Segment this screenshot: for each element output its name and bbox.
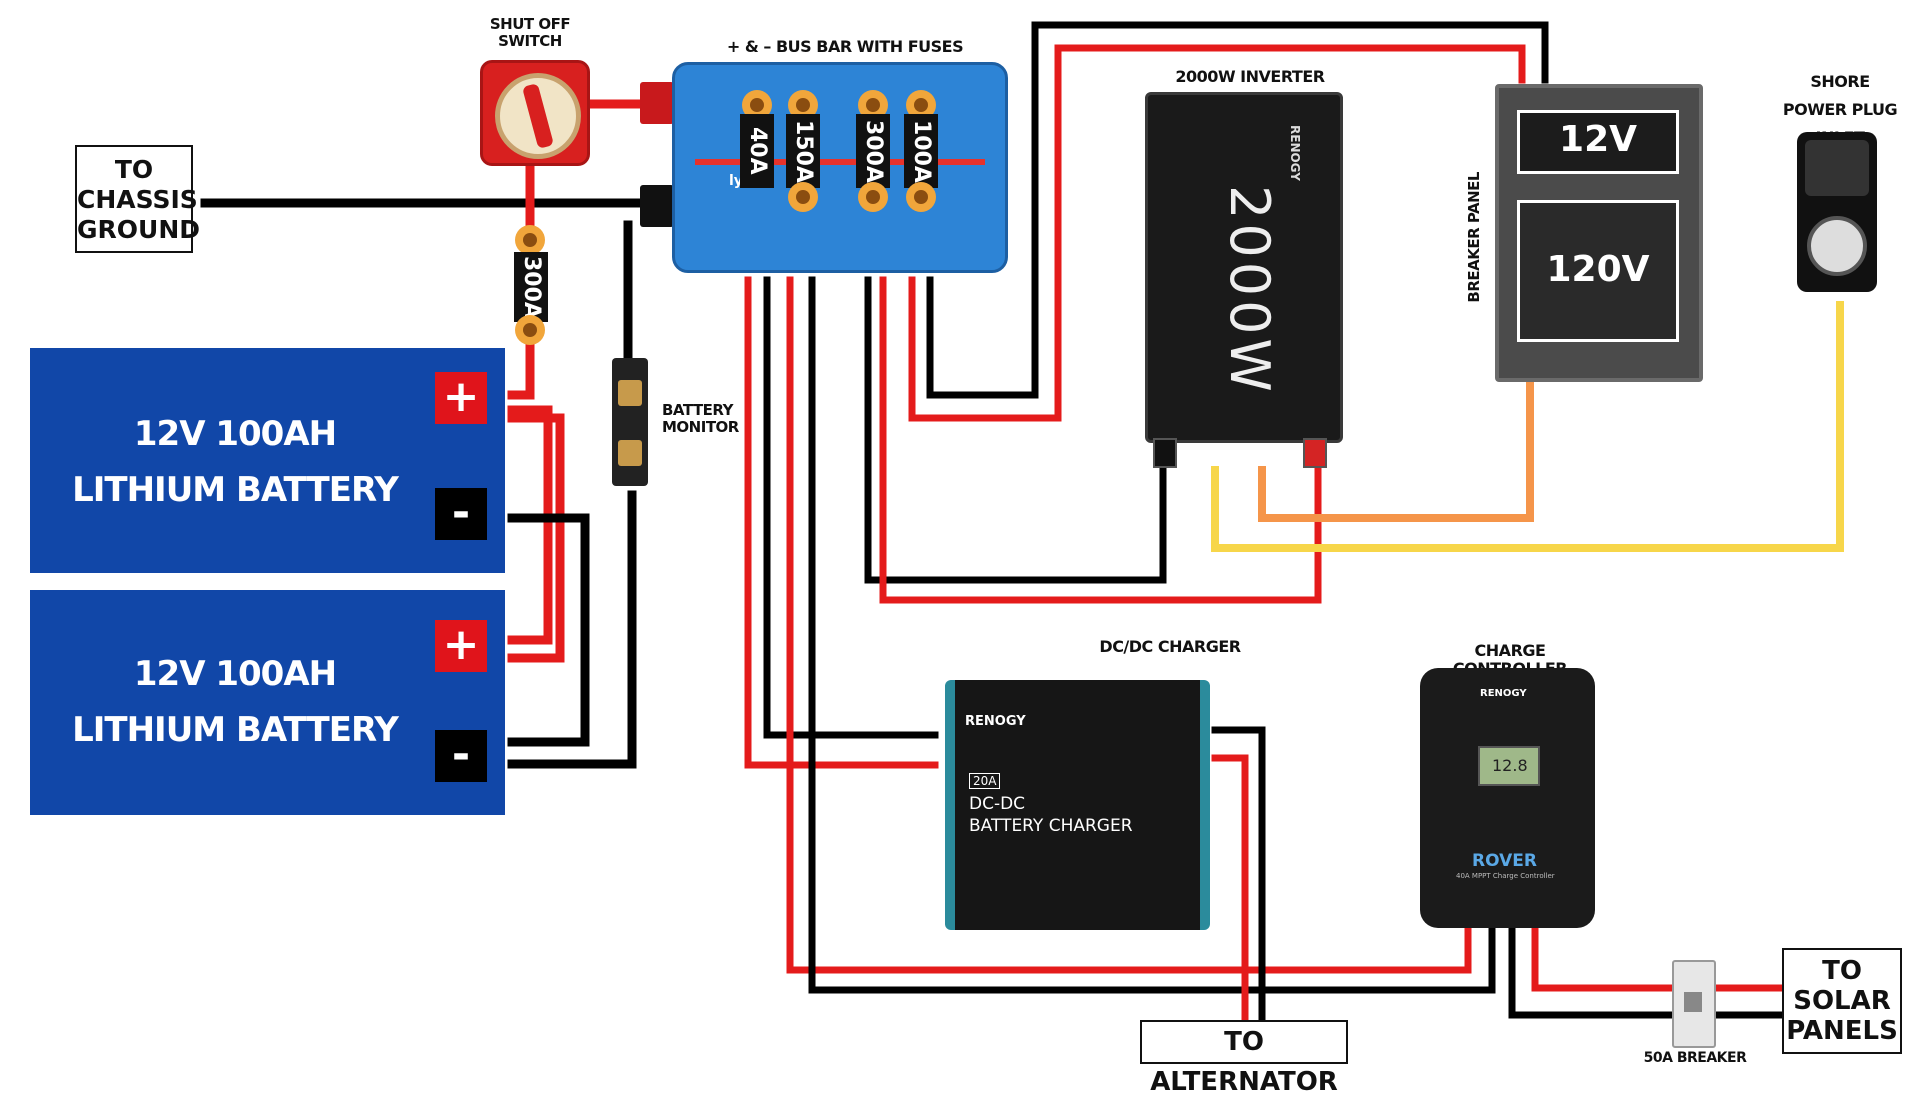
bus-fuse-300a: 300A xyxy=(856,114,890,188)
wire-dcdc-to-alternator-red xyxy=(1211,754,1249,1024)
battery-2-positive-terminal[interactable]: + xyxy=(435,620,487,672)
breaker-panel-120v: 120V xyxy=(1517,200,1679,342)
breaker-panel-12v: 12V xyxy=(1517,110,1679,174)
controller-model: ROVER xyxy=(1472,851,1537,871)
breaker-50a-label: 50A BREAKER xyxy=(1643,1050,1747,1066)
wire-bus-to-breaker-black xyxy=(926,21,1549,399)
battery-1-line1: 12V 100AH xyxy=(133,414,337,454)
wire-bat1-pos-b xyxy=(507,413,565,663)
bus-fuse-lug xyxy=(906,182,936,212)
breaker-panel[interactable]: 12V 120V xyxy=(1495,84,1703,382)
shore-power-inlet[interactable] xyxy=(1797,132,1877,292)
wire-bus-to-inverter-red xyxy=(879,276,1322,604)
main-fuse: 300A xyxy=(514,252,548,322)
breaker-panel-12v-label: 12V xyxy=(1559,119,1637,160)
controller-display: 12.8 xyxy=(1478,746,1540,786)
bus-fuse-40a: 40A xyxy=(740,114,774,188)
controller-sub: 40A MPPT Charge Controller xyxy=(1456,872,1555,880)
wire-bus-to-inverter-black xyxy=(864,276,1167,584)
main-fuse-lug-top xyxy=(515,225,545,255)
dcdc-label: DC/DC CHARGER xyxy=(1099,637,1241,656)
wire-bus-to-dcdc-black xyxy=(763,276,939,739)
wire-bus-to-controller-black xyxy=(808,276,1496,994)
shore-plug-socket-icon xyxy=(1807,216,1867,276)
inverter-rating: 2000W xyxy=(1218,185,1281,396)
breaker-panel-120v-label: 120V xyxy=(1546,249,1650,290)
wire-fuse-to-battery xyxy=(507,320,535,400)
inverter[interactable]: RENOGY 2000W xyxy=(1145,92,1343,443)
wire-controller-to-breaker-red xyxy=(1531,926,1674,992)
main-fuse-lug-bottom xyxy=(515,315,545,345)
dcdc-badge: 20A xyxy=(969,773,1001,789)
wire-bus-to-controller-red xyxy=(786,276,1472,974)
controller-brand: RENOGY xyxy=(1480,688,1527,699)
wire-inverter-to-breaker-orange xyxy=(1258,381,1534,522)
to-solar-panels-label: TO SOLAR PANELS xyxy=(1782,948,1902,1054)
battery-2-line1: 12V 100AH xyxy=(133,654,337,694)
battery-2-line2: LITHIUM BATTERY xyxy=(72,710,399,750)
dcdc-charger[interactable]: RENOGY 20A DC-DC BATTERY CHARGER xyxy=(945,680,1210,930)
battery-1-line2: LITHIUM BATTERY xyxy=(72,470,399,510)
battery-1-positive-terminal[interactable]: + xyxy=(435,372,487,424)
bus-fuse-lug xyxy=(858,182,888,212)
bus-bar-red-terminal xyxy=(640,82,674,124)
inverter-black-terminal xyxy=(1153,438,1177,468)
bus-bar-black-terminal xyxy=(640,185,674,227)
wire-bus-to-breaker-red xyxy=(908,44,1526,422)
wire-dcdc-to-alternator-black xyxy=(1211,726,1266,1024)
battery-2: 12V 100AH LITHIUM BATTERY + - xyxy=(30,590,505,815)
shutoff-switch[interactable] xyxy=(480,60,590,166)
controller-display-value: 12.8 xyxy=(1492,756,1528,775)
inverter-brand: RENOGY xyxy=(1288,125,1302,181)
chassis-ground-label: TO CHASSIS GROUND xyxy=(75,145,200,253)
wire-bus-to-dcdc-red xyxy=(744,276,939,769)
dcdc-brand: RENOGY xyxy=(965,714,1026,729)
to-alternator-label: TO ALTERNATOR xyxy=(1140,1020,1348,1097)
bus-fuse-150a: 150A xyxy=(786,114,820,188)
battery-monitor-label: BATTERY MONITOR xyxy=(662,401,739,437)
breaker-50a[interactable] xyxy=(1672,960,1716,1048)
bus-fuse-lug xyxy=(788,182,818,212)
wire-controller-to-breaker-black xyxy=(1508,926,1674,1019)
battery-2-negative-terminal[interactable]: - xyxy=(435,730,487,782)
battery-1: 12V 100AH LITHIUM BATTERY + - xyxy=(30,348,505,573)
dcdc-line1: DC-DC xyxy=(969,794,1026,814)
wire-bat1-neg xyxy=(507,513,590,747)
charge-controller[interactable]: RENOGY 12.8 ROVER 40A MPPT Charge Contro… xyxy=(1420,668,1595,928)
battery-1-negative-terminal[interactable]: - xyxy=(435,488,487,540)
bus-fuse-100a: 100A xyxy=(904,114,938,188)
dcdc-line2: BATTERY CHARGER xyxy=(969,816,1133,836)
battery-monitor-shunt xyxy=(612,358,648,486)
bus-bar[interactable]: lynx xyxy=(672,62,1008,273)
bus-bar-label: + & – BUS BAR WITH FUSES xyxy=(726,37,964,56)
breaker-panel-label: BREAKER PANEL xyxy=(1465,172,1483,303)
wire-bat2-neg xyxy=(507,490,637,769)
switch-knob-icon xyxy=(495,73,581,159)
wire-inverter-to-shore-yellow xyxy=(1211,301,1844,552)
wire-bat1-pos-a xyxy=(507,405,553,645)
inverter-label: 2000W INVERTER xyxy=(1175,67,1325,86)
shutoff-switch-label: SHUT OFF SWITCH xyxy=(489,15,571,51)
inverter-red-terminal xyxy=(1303,438,1327,468)
